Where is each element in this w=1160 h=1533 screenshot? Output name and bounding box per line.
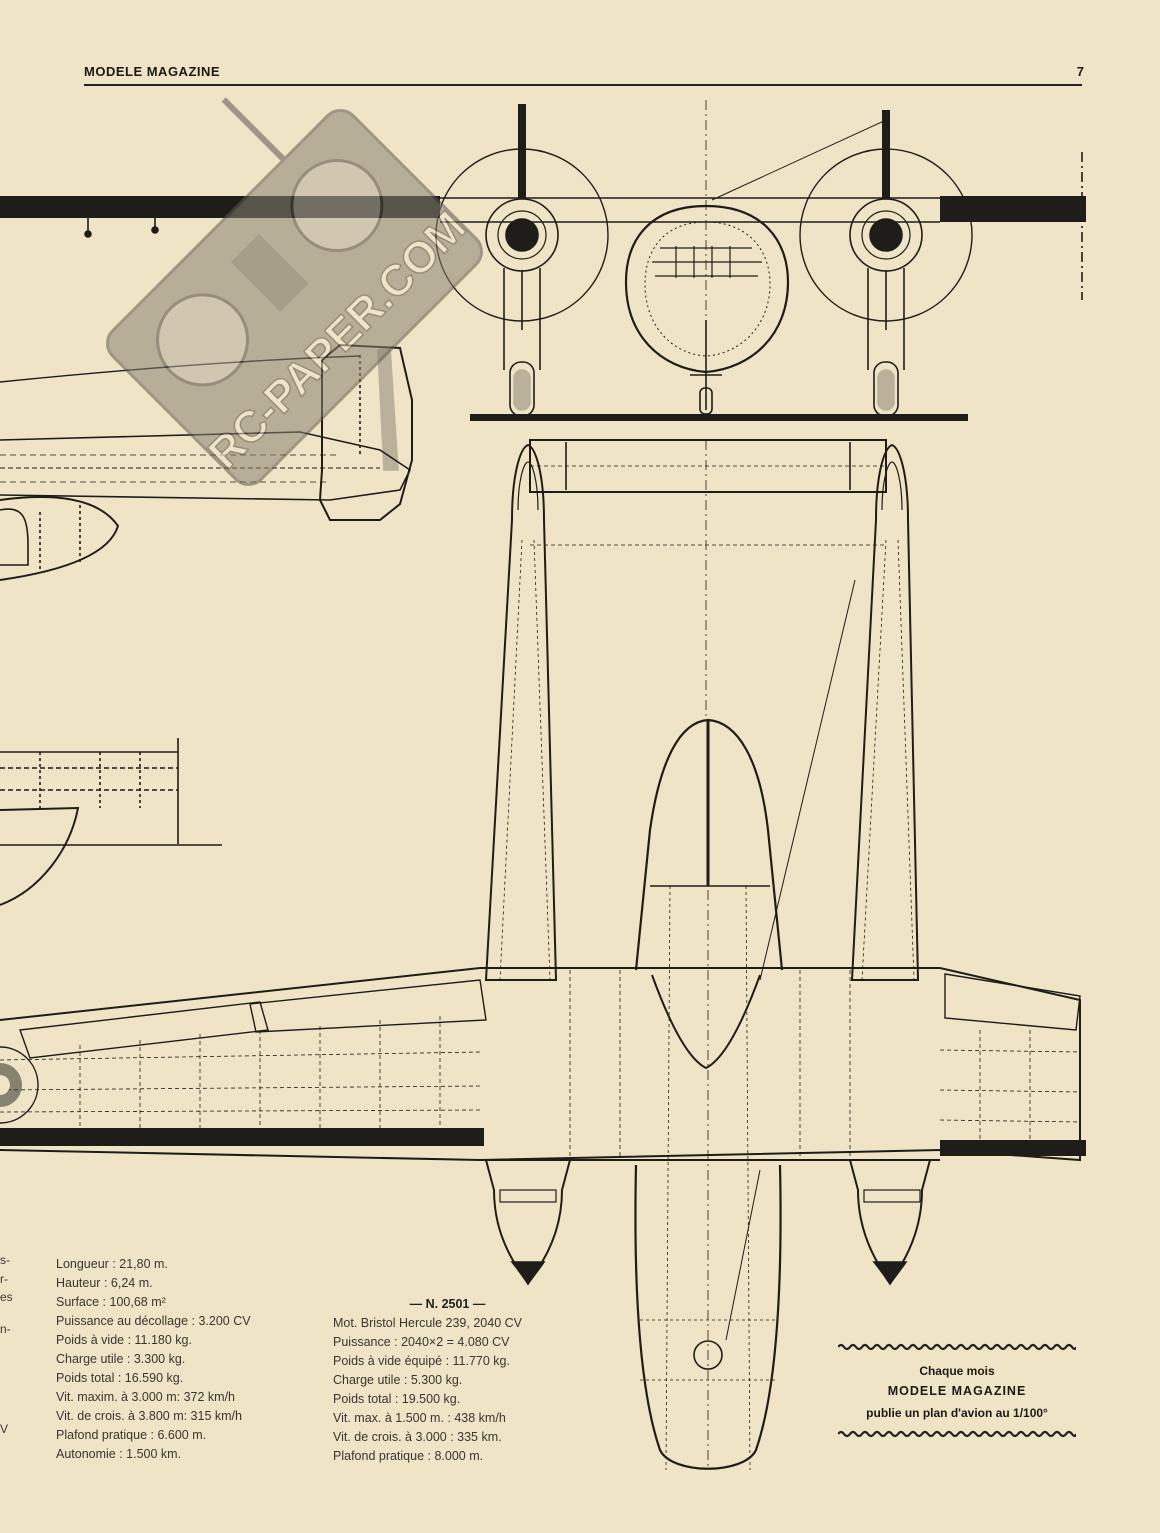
- spec-line: Poids total : 19.500 kg.: [333, 1392, 461, 1406]
- spec-line: Poids à vide : 11.180 kg.: [56, 1333, 192, 1347]
- spec-line: Surface : 100,68 m²: [56, 1295, 166, 1309]
- cut-text: es: [0, 1290, 13, 1304]
- spec-line: Charge utile : 3.300 kg.: [56, 1352, 186, 1366]
- spec-line: Poids à vide équipé : 11.770 kg.: [333, 1354, 510, 1368]
- cut-text: s-: [0, 1253, 10, 1267]
- page-header: MODELE MAGAZINE 7: [84, 64, 1084, 86]
- spec-line: Longueur : 21,80 m.: [56, 1257, 168, 1271]
- spec-line: Plafond pratique : 6.600 m.: [56, 1428, 207, 1442]
- spec-line: Autonomie : 1.500 km.: [56, 1447, 182, 1461]
- cut-text: n-: [0, 1322, 11, 1336]
- wave-divider-bottom: [837, 1430, 1078, 1438]
- spec-line: Vit. de crois. à 3.000 : 335 km.: [333, 1430, 502, 1444]
- magazine-title: MODELE MAGAZINE: [84, 64, 221, 79]
- plan-view: [0, 439, 1086, 1471]
- model-title: — N. 2501 —: [409, 1297, 486, 1311]
- side-view: [0, 343, 413, 906]
- specs-list-right: — N. 2501 — Mot. Bristol Hercule 239, 20…: [333, 1295, 522, 1466]
- ad-line-3: publie un plan d'avion au 1/100°: [866, 1406, 1048, 1420]
- spec-line: Plafond pratique : 8.000 m.: [333, 1449, 484, 1463]
- spec-line: Poids total : 16.590 kg.: [56, 1371, 184, 1385]
- specs-list-left: Longueur : 21,80 m. Hauteur : 6,24 m. Su…: [56, 1255, 251, 1464]
- rc-paper-watermark: RC-PAPER.COM: [105, 97, 483, 486]
- cut-text: V: [0, 1422, 9, 1436]
- cut-text: r-: [0, 1272, 8, 1286]
- ad-line-2: MODELE MAGAZINE: [887, 1384, 1027, 1398]
- spec-line: Puissance : 2040×2 = 4.080 CV: [333, 1335, 510, 1349]
- spec-line: Puissance au décollage : 3.200 CV: [56, 1314, 251, 1328]
- spec-line: Vit. max. à 1.500 m. : 438 km/h: [333, 1411, 506, 1425]
- header-rule: [84, 84, 1082, 86]
- ad-line-1: Chaque mois: [919, 1364, 995, 1378]
- page-number: 7: [1076, 64, 1084, 79]
- spec-line: Vit. de crois. à 3.800 m: 315 km/h: [56, 1409, 242, 1423]
- spec-line: Hauteur : 6,24 m.: [56, 1276, 153, 1290]
- magazine-ad: Chaque mois MODELE MAGAZINE publie un pl…: [837, 1338, 1078, 1456]
- spec-line: Charge utile : 5.300 kg.: [333, 1373, 463, 1387]
- spec-line: Vit. maxim. à 3.000 m: 372 km/h: [56, 1390, 236, 1404]
- wave-divider-top: [837, 1343, 1078, 1351]
- spec-line: Mot. Bristol Hercule 239, 2040 CV: [333, 1316, 522, 1330]
